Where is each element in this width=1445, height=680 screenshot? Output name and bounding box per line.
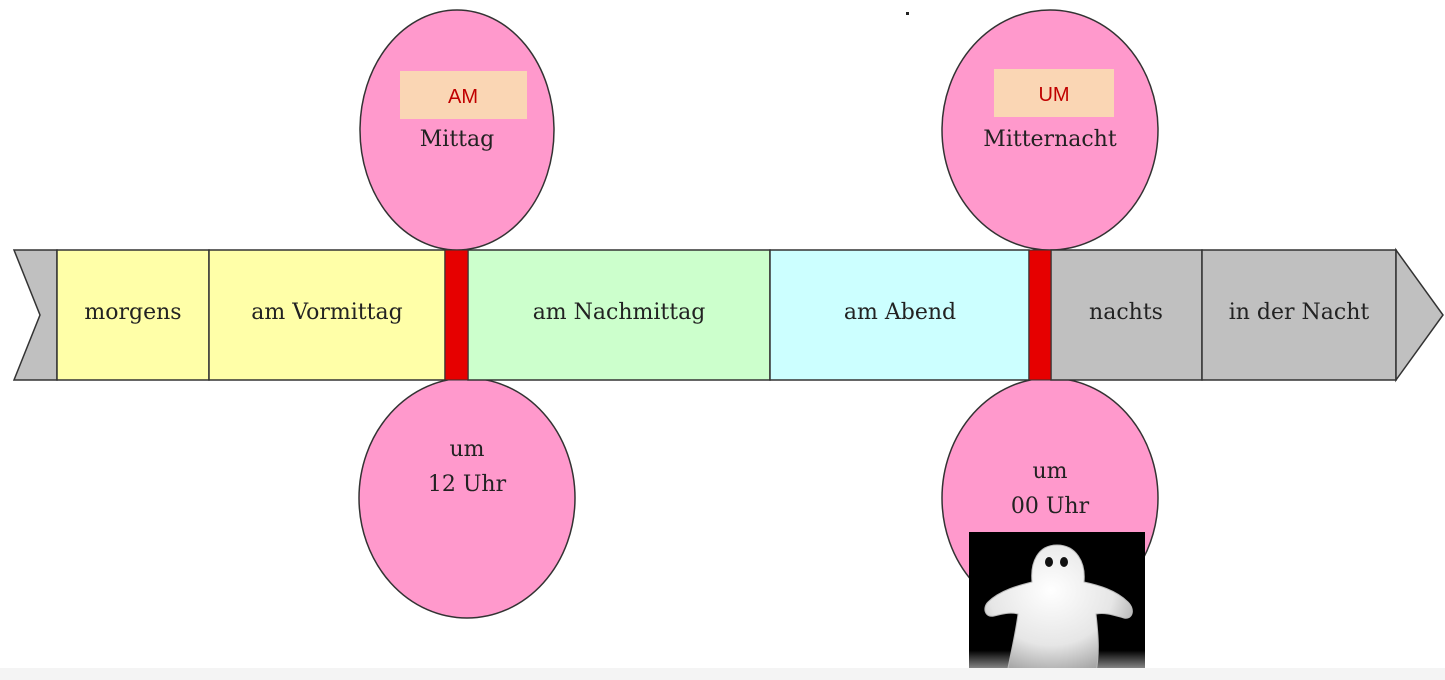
arrow-head — [1395, 247, 1444, 383]
segment-label-in-der-nacht: in der Nacht — [1229, 300, 1370, 325]
noon-marker — [444, 249, 469, 381]
segment-label-am-vormittag: am Vormittag — [251, 300, 402, 325]
noon-bottom-bubble — [358, 377, 576, 619]
segment-in-der-nacht — [1201, 249, 1397, 381]
bottom-strip — [0, 668, 1445, 680]
midnight-marker — [1028, 249, 1052, 381]
segment-label-morgens: morgens — [84, 300, 181, 325]
segment-label-am-abend: am Abend — [844, 300, 956, 325]
midnight-time-line2: 00 Uhr — [1011, 494, 1090, 519]
timeline-band — [56, 249, 1397, 381]
ghost-image — [969, 532, 1145, 680]
noon-tag-box — [400, 71, 527, 119]
noon-time-line2: 12 Uhr — [428, 472, 507, 497]
ghost-right-eye — [1060, 557, 1068, 567]
segment-am-abend — [769, 249, 1030, 381]
midnight-tag: UM — [1038, 84, 1069, 106]
segment-am-vormittag — [208, 249, 446, 381]
arrow-tail — [12, 249, 58, 381]
segment-nachts — [1050, 249, 1203, 381]
stray-dot — [906, 12, 909, 15]
ghost-left-eye — [1045, 557, 1053, 567]
midnight-tag-box — [994, 69, 1114, 117]
segment-am-nachmittag — [467, 249, 771, 381]
midnight-label: Mitternacht — [983, 127, 1117, 152]
midnight-time-line1: um — [1032, 459, 1067, 484]
noon-label: Mittag — [420, 127, 494, 152]
segment-label-nachts: nachts — [1089, 300, 1163, 325]
noon-tag: AM — [448, 86, 478, 108]
segment-label-am-nachmittag: am Nachmittag — [533, 300, 706, 325]
noon-time-line1: um — [449, 437, 484, 462]
